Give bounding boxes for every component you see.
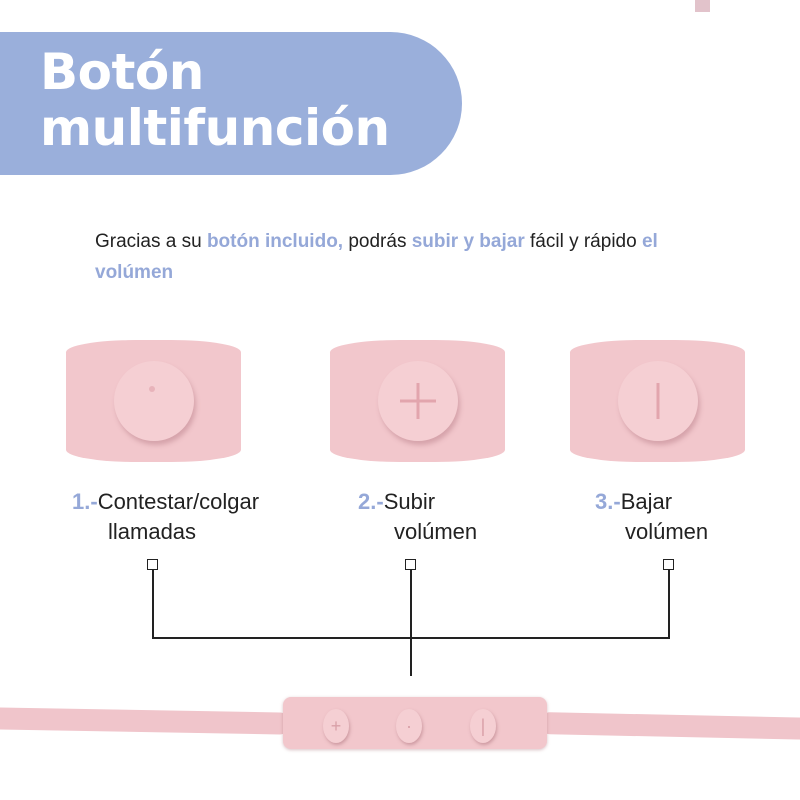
function-number: 1.- bbox=[72, 489, 98, 514]
connector-line bbox=[410, 570, 412, 676]
connector-line bbox=[152, 570, 154, 638]
function-text: Contestar/colgar bbox=[97, 489, 260, 514]
function-label-2: 2.-Subir volúmen bbox=[358, 487, 477, 547]
connector-line bbox=[668, 570, 670, 638]
plus-icon: + bbox=[323, 709, 349, 743]
plus-icon bbox=[377, 361, 458, 441]
function-number: 2.- bbox=[358, 489, 384, 514]
connector-marker bbox=[663, 559, 674, 570]
function-text: Subir bbox=[383, 489, 436, 514]
function-text: Bajar bbox=[620, 489, 673, 514]
intro-text-part: podrás bbox=[343, 231, 412, 252]
function-number: 3.- bbox=[595, 489, 621, 514]
dot-icon: · bbox=[396, 709, 422, 743]
function-text: volúmen bbox=[625, 519, 709, 544]
connector-marker bbox=[147, 559, 158, 570]
connector-line bbox=[152, 637, 670, 639]
volume-down-button-closeup bbox=[570, 340, 745, 462]
cable-left bbox=[0, 707, 291, 735]
function-label-3: 3.-Bajar volúmen bbox=[595, 487, 708, 547]
corner-decoration bbox=[695, 0, 710, 12]
intro-highlight: subir y bajar bbox=[411, 231, 525, 252]
page-title: Botón multifunción bbox=[40, 44, 390, 156]
minus-icon bbox=[617, 361, 698, 441]
cable-right bbox=[539, 712, 800, 740]
title-line-2: multifunción bbox=[40, 99, 390, 157]
intro-highlight: botón incluido, bbox=[206, 231, 344, 252]
function-text: volúmen bbox=[394, 519, 478, 544]
header-banner bbox=[0, 32, 462, 175]
connector-marker bbox=[405, 559, 416, 570]
intro-highlight: el volúmen bbox=[95, 231, 658, 283]
title-line-1: Botón bbox=[40, 43, 204, 101]
intro-text: Gracias a su botón incluido, podrás subi… bbox=[95, 226, 735, 288]
intro-text-part: Gracias a su bbox=[95, 231, 207, 252]
dot-icon bbox=[113, 361, 194, 441]
function-label-1: 1.-Contestar/colgar llamadas bbox=[72, 487, 259, 547]
answer-button-closeup bbox=[66, 340, 241, 462]
intro-text-part: fácil y rápido bbox=[524, 231, 642, 252]
volume-up-button-closeup bbox=[330, 340, 505, 462]
inline-remote: + · | bbox=[283, 697, 547, 749]
function-text: llamadas bbox=[108, 519, 197, 544]
minus-icon: | bbox=[470, 709, 496, 743]
